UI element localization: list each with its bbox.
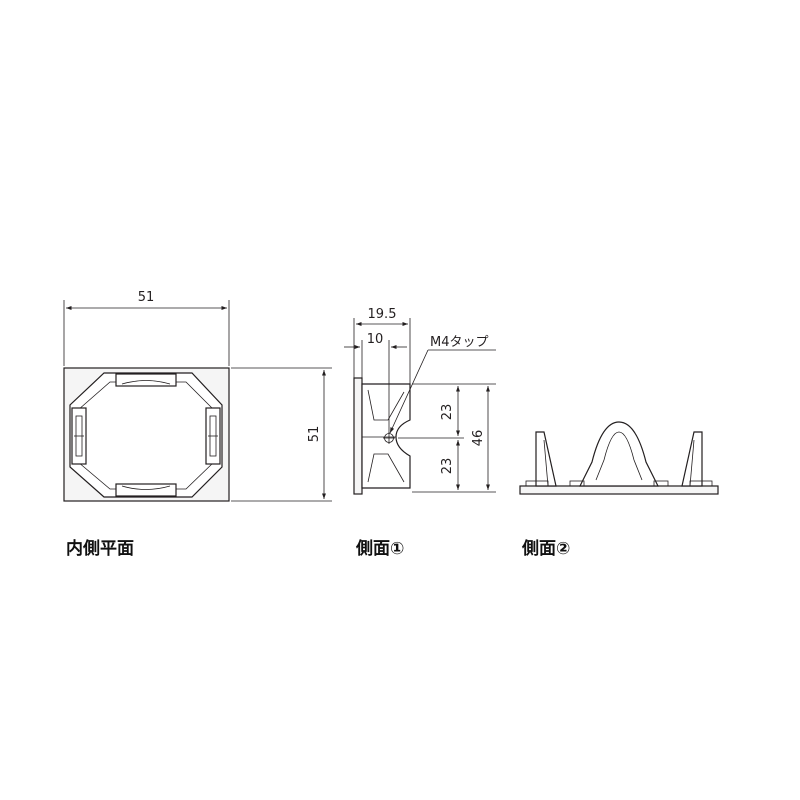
side2-center-dome [579,421,659,487]
inner-plan-caption: 内側平面 [66,539,134,559]
side1-depth-label: 19.5 [368,307,397,322]
plan-width-dimension: 51 [63,290,230,366]
side1-lower-dimension: 23 [440,440,460,490]
side1-tap-offset-dimension: 10 [344,332,407,433]
tap-note: M4タップ [430,335,489,350]
plan-height-label: 51 [307,426,322,443]
side1-upper-dimension: 23 [440,386,460,436]
side1-tap-offset-label: 10 [367,332,384,347]
left-clip [71,407,87,465]
side1-body [361,383,411,489]
side1-depth-dimension: 19.5 [353,307,411,384]
bottom-clip [115,483,177,497]
top-clip [115,373,177,387]
octagon-frame [69,372,223,498]
plan-height-dimension: 51 [231,367,332,502]
side-view-2-caption: 側面② [522,539,571,559]
side1-lower-label: 23 [440,458,455,475]
side-view-1-caption: 側面① [356,539,405,559]
plan-width-label: 51 [138,290,155,305]
side-view-1: M4タップ 19.5 10 23 23 [344,307,496,495]
side1-total-dimension: 46 [471,386,490,490]
side-view-2 [519,421,719,495]
inner-plan-view: 51 51 [63,290,332,502]
right-clip [205,407,221,465]
side1-base-plate [353,377,363,495]
side1-total-label: 46 [471,430,486,447]
side2-base-plate [519,485,719,495]
side1-upper-label: 23 [440,404,455,421]
